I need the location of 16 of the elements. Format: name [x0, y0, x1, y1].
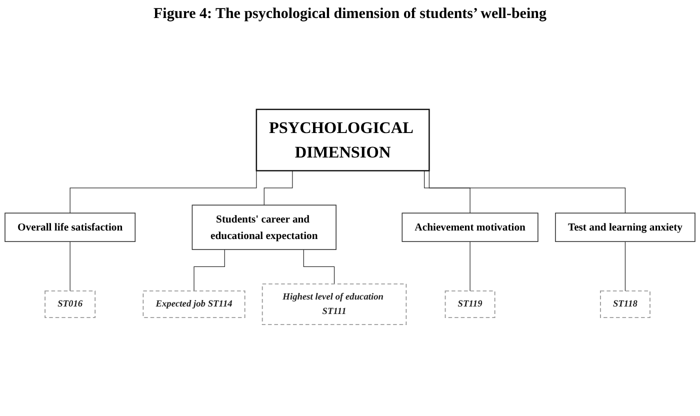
connector — [624, 241, 626, 292]
node-box: ST119 — [444, 290, 496, 318]
node-box: Overall life satisfaction — [4, 212, 136, 242]
node-box: Expected job ST114 — [142, 290, 246, 318]
node-box: ST016 — [44, 290, 96, 318]
node-box: Test and learning anxiety — [555, 212, 696, 242]
node-box: Highest level of education ST111 — [262, 283, 407, 326]
connector — [194, 249, 225, 292]
connector — [424, 170, 470, 214]
connector — [264, 170, 293, 206]
figure-title: Figure 4: The psychological dimension of students’ well-being — [152, 5, 548, 24]
node-box: PSYCHOLOGICAL DIMENSION — [256, 108, 430, 172]
connector — [303, 249, 335, 284]
node-box: Achievement motivation — [402, 212, 538, 242]
node-box: ST118 — [600, 290, 650, 318]
node-box: Students' career and educational expectation — [192, 204, 336, 250]
